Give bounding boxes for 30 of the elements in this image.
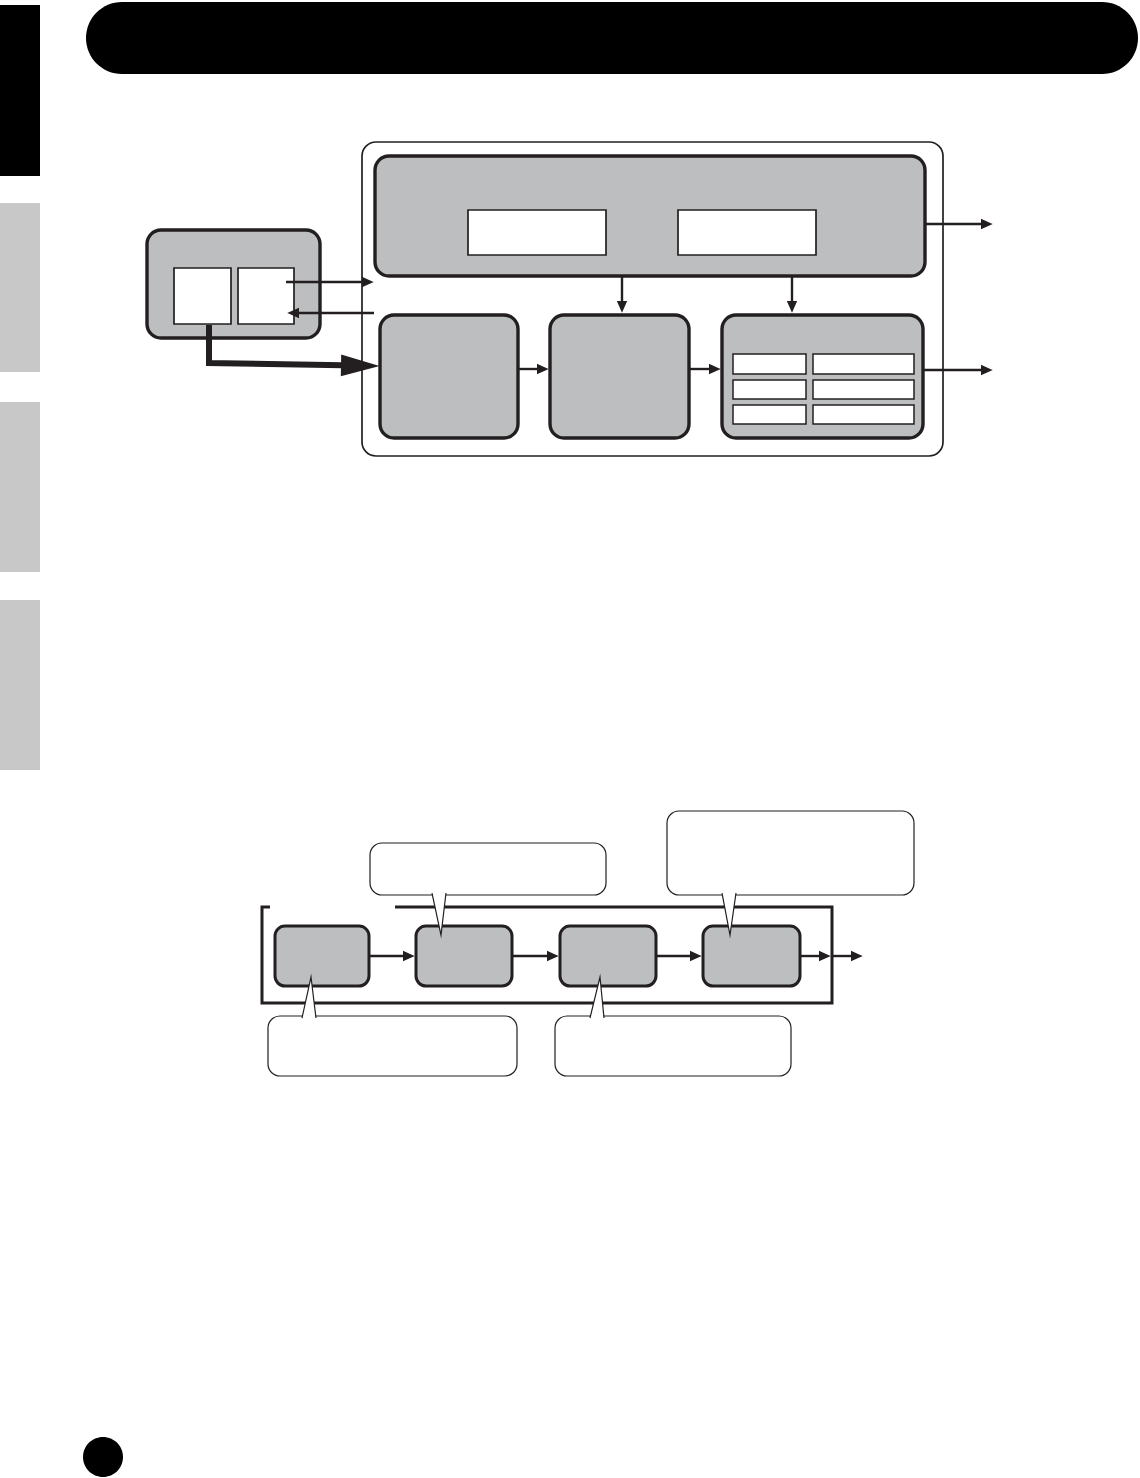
table-cell <box>732 353 807 375</box>
inner-box <box>237 267 295 325</box>
side-tab <box>0 402 40 572</box>
rounded-block <box>414 924 514 988</box>
table-cell <box>732 404 807 425</box>
inner-box <box>173 267 232 325</box>
inner-box <box>467 209 607 256</box>
rounded-block <box>378 313 520 440</box>
speech-bubble <box>369 842 607 896</box>
bubble-pointer <box>431 892 447 939</box>
table-cell <box>732 379 807 400</box>
bubble-pointer <box>589 973 605 1019</box>
table-cell <box>812 379 915 400</box>
bubble-pointer <box>721 892 737 939</box>
rounded-block <box>701 924 802 988</box>
side-tab <box>0 203 40 372</box>
title-bar <box>86 2 1138 74</box>
inner-box <box>677 209 817 256</box>
speech-bubble <box>666 810 915 896</box>
rounded-block <box>558 924 658 988</box>
speech-bubble <box>554 1015 792 1077</box>
side-tab <box>0 5 40 176</box>
rounded-block <box>548 313 691 440</box>
bubble-pointer <box>301 973 317 1019</box>
speech-bubble <box>267 1015 518 1077</box>
rounded-block <box>273 924 371 988</box>
bracket-frame <box>260 905 834 1005</box>
table-cell <box>812 404 915 425</box>
side-tab <box>0 600 40 770</box>
table-cell <box>812 353 915 375</box>
